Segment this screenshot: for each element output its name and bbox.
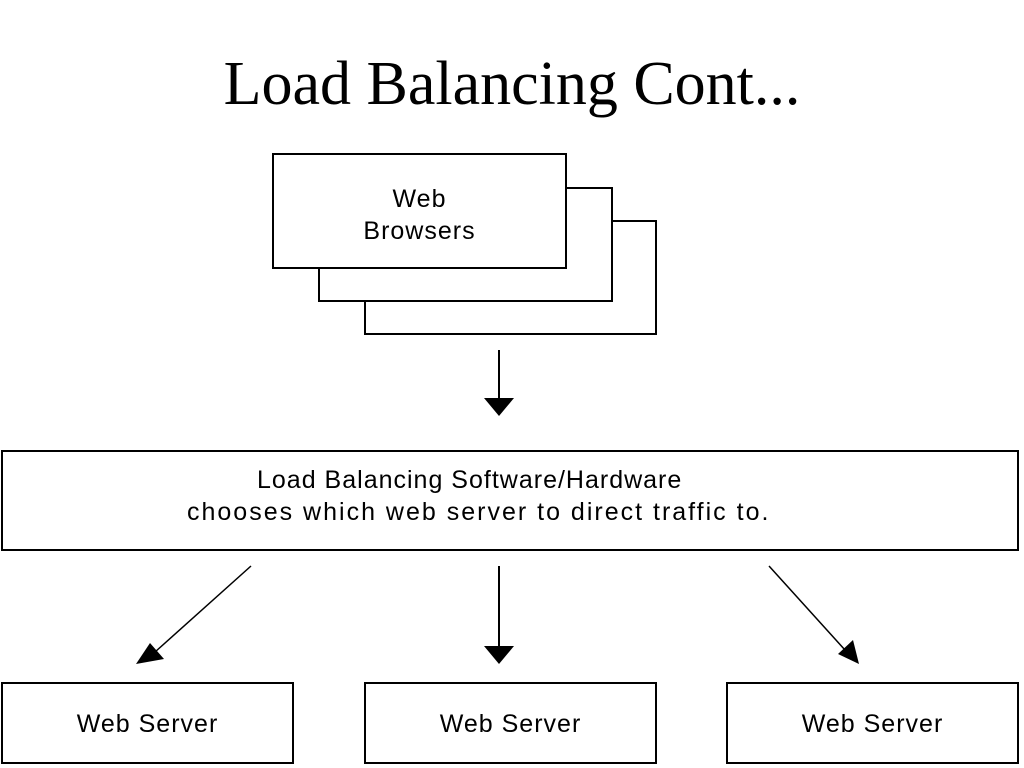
arrow-balancer-to-server-2 [484, 566, 514, 664]
web-browsers-label: Web Browsers [363, 185, 476, 245]
web-server-box-2: Web Server [364, 682, 657, 764]
web-server-label: Web Server [76, 710, 219, 738]
arrow-balancer-to-server-3 [768, 565, 859, 664]
web-server-label: Web Server [439, 710, 582, 738]
web-server-box-3: Web Server [726, 682, 1019, 764]
arrow-browsers-to-balancer [484, 350, 514, 416]
arrow-balancer-to-server-1 [136, 565, 252, 664]
web-server-box-1: Web Server [1, 682, 294, 764]
web-server-label: Web Server [801, 710, 944, 738]
load-balancer-box: Load Balancing Software/Hardware chooses… [1, 450, 1019, 551]
web-browsers-box: Web Browsers [272, 153, 567, 269]
load-balancer-title: Load Balancing Software/Hardware [257, 466, 683, 494]
slide-title: Load Balancing Cont... [223, 50, 801, 118]
load-balancer-description: chooses which web server to direct traff… [187, 498, 771, 526]
